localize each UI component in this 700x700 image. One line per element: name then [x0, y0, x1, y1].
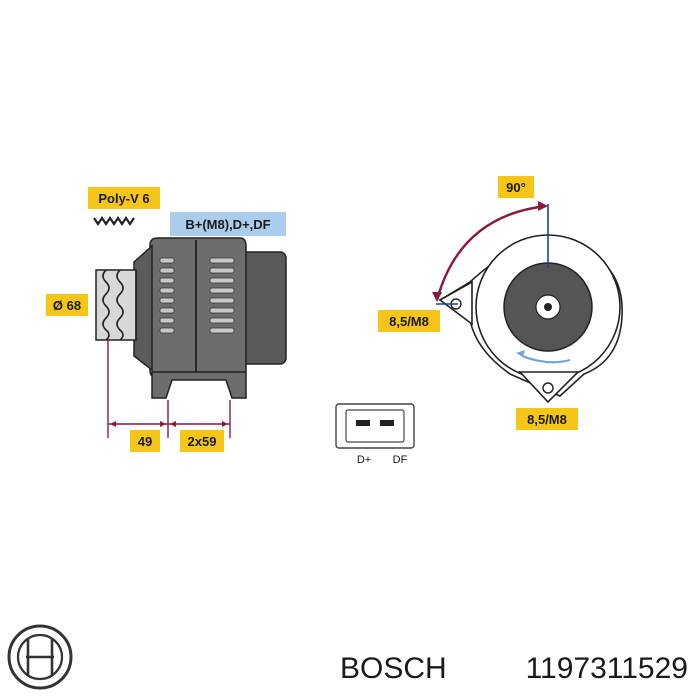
- plug-pin2-label: DF: [393, 454, 408, 466]
- brand-name: BOSCH: [340, 652, 447, 685]
- dimension-right-label: 2x59: [180, 430, 224, 452]
- angle-text: 90°: [506, 180, 526, 195]
- alternator-side-view: [95, 237, 287, 399]
- dimension-left-label: 49: [130, 430, 160, 452]
- belt-profile-icon: [93, 216, 135, 226]
- plug-pin1-label: D+: [357, 454, 371, 466]
- bosch-logo-icon: [7, 624, 73, 690]
- upper-mount-text: 8,5/M8: [389, 314, 429, 329]
- lower-mount-text: 8,5/M8: [527, 412, 567, 427]
- alternator-front-view: [438, 234, 623, 404]
- part-number: 1197311529: [526, 652, 688, 685]
- connector-plug: D+ DF: [335, 403, 415, 466]
- rotation-direction-arrow: [516, 350, 571, 364]
- pulley-diameter-label: Ø 68: [46, 294, 88, 316]
- upper-mount-label: 8,5/M8: [378, 310, 440, 332]
- connections-label: B+(M8),D+,DF: [170, 212, 286, 236]
- connections-text: B+(M8),D+,DF: [185, 217, 270, 232]
- pulley: [95, 269, 137, 341]
- angle-arc: [432, 201, 549, 305]
- lower-mount-label: 8,5/M8: [516, 408, 578, 430]
- belt-type-label: Poly-V 6: [88, 187, 160, 209]
- pulley-diameter-text: Ø 68: [53, 298, 81, 313]
- belt-type-text: Poly-V 6: [98, 191, 149, 206]
- angle-label: 90°: [498, 176, 534, 198]
- dimension-right-text: 2x59: [188, 434, 217, 449]
- dimension-lines: [107, 340, 231, 438]
- dimension-left-text: 49: [138, 434, 152, 449]
